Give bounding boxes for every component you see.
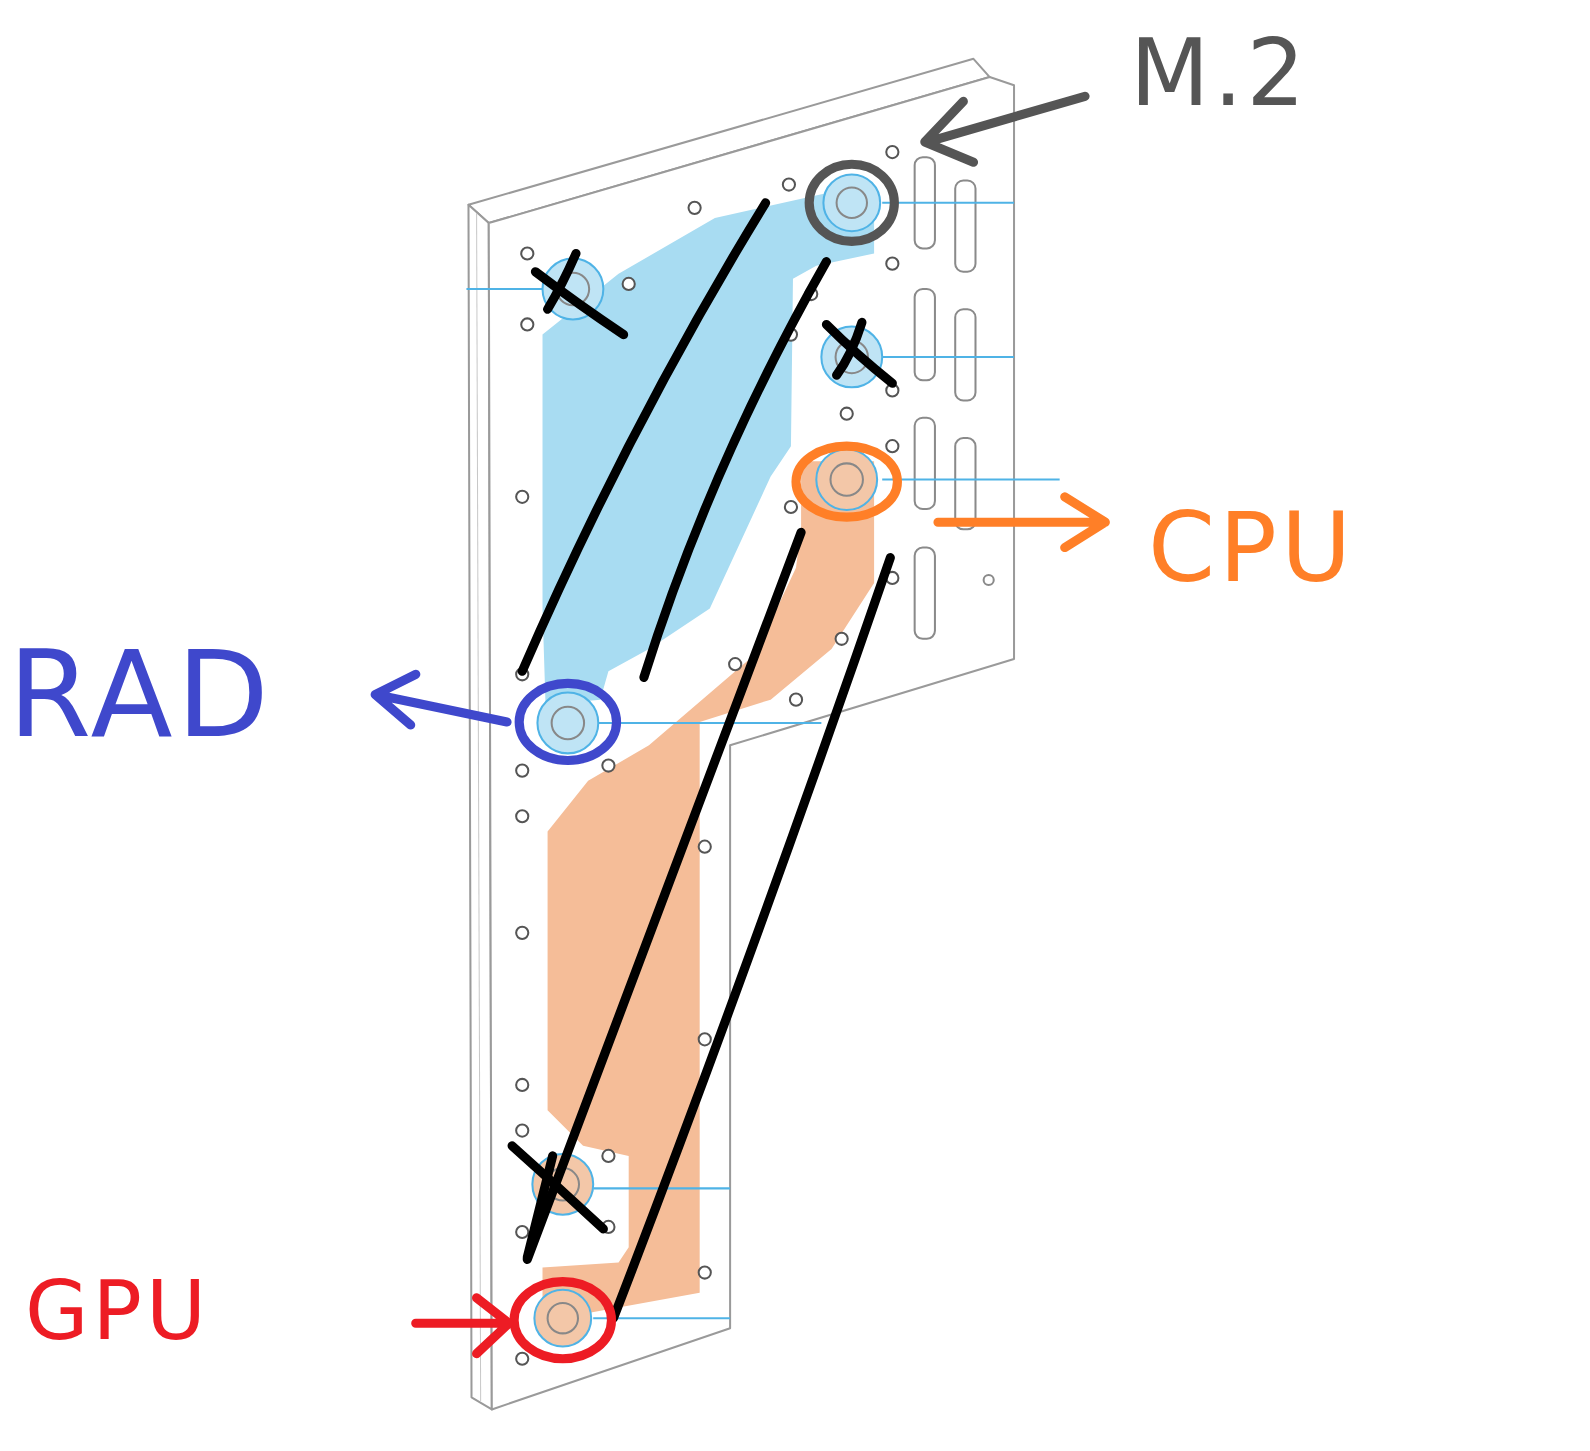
circle-shape: [602, 1150, 614, 1162]
circle-shape: [699, 1033, 711, 1045]
path-shape: [375, 674, 507, 725]
plate: [468, 59, 1014, 1410]
path-shape: [925, 96, 1085, 162]
line-shape: [598, 722, 821, 724]
line-shape: [882, 479, 1059, 481]
path-shape: [527, 1156, 552, 1257]
circle-shape: [516, 1079, 528, 1091]
circle-shape: [548, 1303, 578, 1333]
line-shape: [882, 202, 1014, 204]
polygon-shape: [489, 77, 1014, 1409]
circle-shape: [516, 1353, 528, 1365]
path-shape: [938, 497, 1105, 548]
ellipse-shape: [796, 446, 897, 517]
annotations: [375, 96, 1105, 1358]
rect-shape: [955, 438, 975, 529]
m2-label: M.2: [1130, 28, 1309, 120]
rect-shape: [915, 418, 935, 509]
circle-shape: [836, 633, 848, 645]
rad-label: RAD: [8, 635, 273, 755]
circle-shape: [699, 1266, 711, 1278]
cpu-label: CPU: [1148, 500, 1355, 596]
circle-shape: [886, 146, 898, 158]
path-shape: [548, 253, 576, 309]
rect-shape: [915, 289, 935, 380]
screws: [516, 146, 898, 1365]
circle-shape: [783, 178, 795, 190]
rect-shape: [955, 309, 975, 400]
port-leaders: [466, 203, 1059, 1318]
path-shape: [527, 532, 801, 1259]
circle-shape: [886, 258, 898, 270]
ellipse-shape: [514, 1282, 611, 1359]
ellipse-shape: [809, 164, 894, 241]
path-shape: [416, 1298, 509, 1354]
circle-shape: [841, 408, 853, 420]
line-shape: [466, 288, 542, 290]
circle-shape: [830, 463, 862, 495]
rect-shape: [915, 548, 935, 639]
rect-shape: [955, 180, 975, 271]
circle-shape: [785, 501, 797, 513]
circle-shape: [689, 202, 701, 214]
circle-shape: [516, 491, 528, 503]
circle-shape: [534, 1290, 591, 1347]
circle-shape: [602, 759, 614, 771]
path-shape: [613, 558, 890, 1318]
path-shape: [512, 1146, 603, 1229]
circle-shape: [790, 694, 802, 706]
circle-shape: [537, 693, 598, 754]
vents: [915, 157, 994, 639]
line-shape: [882, 356, 1014, 358]
circle-shape: [823, 174, 880, 231]
circle-shape: [552, 707, 584, 739]
circle-shape: [623, 278, 635, 290]
circle-shape: [516, 765, 528, 777]
path-shape: [522, 203, 765, 671]
circle-shape: [516, 1124, 528, 1136]
circle-shape: [516, 927, 528, 939]
path-shape: [837, 322, 862, 375]
circle-shape: [729, 658, 741, 670]
circle-shape: [521, 247, 533, 259]
circle-shape: [699, 841, 711, 853]
ellipse-shape: [519, 683, 616, 760]
circle-shape: [984, 575, 994, 585]
line-shape: [477, 213, 481, 1401]
cross-marks: [512, 253, 892, 1257]
gpu-label: GPU: [25, 1270, 210, 1352]
circle-shape: [886, 440, 898, 452]
circle-shape: [816, 449, 877, 510]
circle-shape: [516, 1226, 528, 1238]
circle-shape: [521, 318, 533, 330]
circle-shape: [516, 810, 528, 822]
circle-shape: [837, 188, 867, 218]
